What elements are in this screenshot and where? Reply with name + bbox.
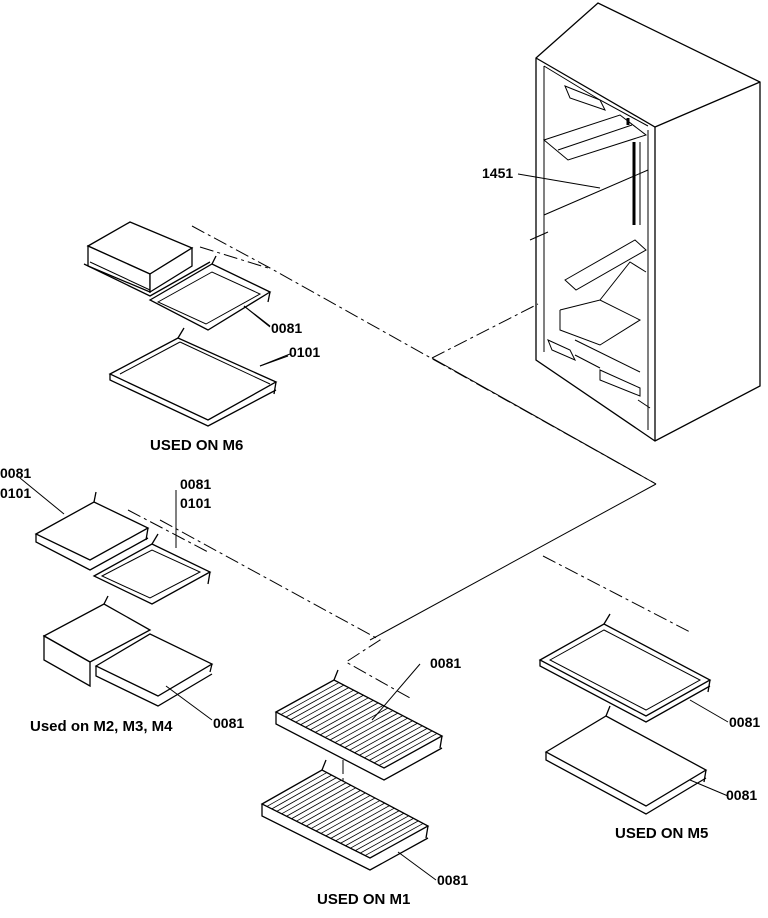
wire-shelf-rod (334, 710, 394, 743)
wire-shelf-rod (329, 707, 389, 741)
wire-shelf-rod (364, 823, 424, 856)
m6-large-shelf (108, 327, 289, 427)
wire-shelf-rod (369, 728, 428, 761)
part-label-m1-upper: 0081 (430, 655, 462, 671)
wire-shelf-rod (315, 700, 374, 733)
wire-shelf-rod (301, 790, 361, 824)
wire-shelf-rod (324, 705, 384, 738)
leader-lines (243, 173, 601, 367)
wire-shelf-rod (286, 782, 347, 817)
wire-shelf-rod (300, 692, 359, 726)
wire-shelf-rod (281, 779, 342, 815)
part-label-m234: 0081 (213, 715, 245, 731)
wire-shelf-rod (305, 694, 364, 728)
wire-shelf-rod (340, 810, 400, 844)
wire-shelf-rod (291, 784, 352, 820)
part-label-1451: 1451 (482, 165, 514, 181)
wire-shelf-rod (320, 800, 381, 834)
part-label-mid-b: 0101 (180, 495, 212, 511)
wire-shelf-rod (290, 687, 349, 720)
caption-used-on-m6: USED ON M6 (150, 437, 244, 454)
wire-shelf-rod (310, 697, 369, 731)
wire-shelf-rod (310, 795, 371, 829)
m1-upper-wire-shelf (274, 663, 444, 781)
wire-shelf-rod (359, 722, 418, 756)
part-label-m1-lower: 0081 (437, 872, 469, 888)
refrigerator-cabinet (529, 2, 761, 442)
wire-shelf-rod (364, 725, 423, 759)
part-label-left-a: 0081 (0, 465, 32, 481)
caption-used-on-m1: USED ON M1 (317, 891, 411, 908)
m6-crisper-drawer (83, 221, 211, 297)
wire-shelf-rod (276, 777, 337, 812)
caption-used-on-m2-m3-m4: Used on M2, M3, M4 (30, 718, 173, 735)
wire-shelf-rod (295, 689, 354, 723)
part-label-m5-lower: 0081 (726, 787, 758, 803)
wire-shelf-rod (355, 818, 414, 851)
wire-shelf-rod (350, 815, 409, 849)
wire-shelf-rod (325, 802, 385, 837)
caption-used-on-m5: USED ON M5 (615, 825, 709, 842)
wire-shelf-rod (296, 787, 356, 822)
m1-lower-wire-shelf (260, 759, 437, 881)
wire-shelf-rod (330, 805, 390, 839)
wire-shelf-rod (319, 702, 379, 736)
m2-m3-m4-drawer-assembly (42, 595, 214, 721)
wire-shelf-rod (285, 684, 345, 718)
wire-shelf-rod (373, 730, 433, 764)
part-label-m5-upper: 0081 (729, 714, 761, 730)
wire-shelf-rod (271, 774, 332, 810)
wire-shelf-rod (359, 820, 419, 854)
wire-shelf-rod (344, 715, 403, 748)
part-label-m6-small-shelf: 0081 (271, 320, 303, 336)
wire-shelf-rod (315, 797, 376, 832)
m6-small-shelf (148, 255, 272, 331)
part-label-left-b: 0101 (0, 485, 32, 501)
wire-shelf-rod (378, 733, 438, 766)
wire-shelf-rod (349, 717, 408, 751)
wire-shelf-rod (345, 812, 405, 847)
part-label-m6-large-shelf: 0101 (289, 344, 321, 360)
mid-framed-shelf (92, 490, 212, 605)
wire-shelf-rod (354, 720, 413, 754)
left-door-shelf (19, 477, 150, 571)
wire-shelf-rod (266, 772, 328, 807)
wire-shelf-rod (280, 682, 340, 715)
assembly-lines (127, 225, 691, 800)
wire-shelf-rod (339, 712, 399, 746)
wire-shelf-rod (335, 807, 395, 842)
wire-shelf-rod (305, 792, 366, 827)
m5-upper-glass-shelf (538, 613, 729, 723)
m5-lower-shelf (544, 705, 729, 815)
part-label-mid-a: 0081 (180, 476, 212, 492)
